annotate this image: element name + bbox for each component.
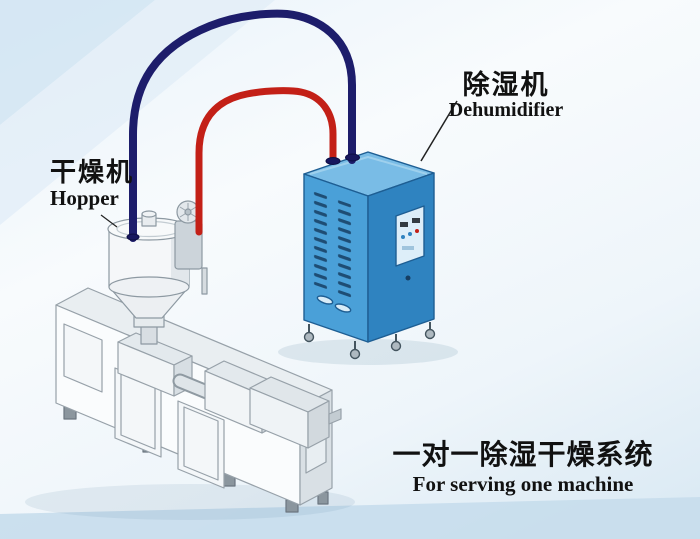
hopper-label: 干燥机 Hopper	[50, 158, 135, 211]
hopper-lid-cap-top	[141, 210, 157, 218]
dehumidifier-shadow	[278, 339, 458, 365]
system-caption: 一对一除湿干燥系统 For serving one machine	[378, 438, 668, 497]
cabinet-port-red	[325, 157, 341, 165]
system-caption-en: For serving one machine	[412, 472, 634, 497]
dehumidifier-casters	[303, 322, 436, 360]
door-lock-keyhole	[405, 275, 411, 281]
dehumidifier-leader-line	[420, 100, 458, 162]
hopper-label-cn: 干燥机	[50, 158, 135, 188]
blower-hub	[184, 208, 192, 216]
dehumidifier-cabinet	[303, 151, 436, 360]
front-oval-vent-2	[334, 303, 352, 313]
front-oval-vent-1	[316, 295, 334, 305]
cabinet-top-highlight	[309, 156, 428, 175]
front-vent-grid	[312, 191, 358, 300]
hopper-label-en: Hopper	[50, 186, 119, 211]
control-panel-elements	[400, 218, 420, 250]
cabinet-port-blue	[345, 153, 360, 162]
dehumidifier-label-cn: 除湿机	[462, 70, 550, 101]
dehumidifier-label-en: Dehumidifier	[448, 99, 564, 122]
blue-air-pipe	[129, 9, 356, 242]
hopper-neck	[140, 325, 158, 345]
extruder-machine	[55, 287, 342, 513]
loader-down-pipe	[201, 267, 208, 295]
extruder-door-right	[177, 400, 225, 489]
red-air-pipe	[195, 87, 337, 236]
head-side	[307, 400, 330, 449]
hopper-leader-line	[100, 214, 118, 228]
hopper-bottom-rim	[108, 276, 190, 298]
dehumidifier-label: 除湿机 Dehumidifier	[438, 70, 574, 122]
system-caption-cn: 一对一除湿干燥系统	[392, 438, 654, 471]
hopper-pipe-fitting	[126, 233, 140, 241]
extruder-side-panel	[63, 323, 103, 393]
hopper-dryer	[107, 200, 208, 345]
extruder-door-right-inner	[183, 406, 219, 481]
die-nozzle	[328, 408, 342, 425]
